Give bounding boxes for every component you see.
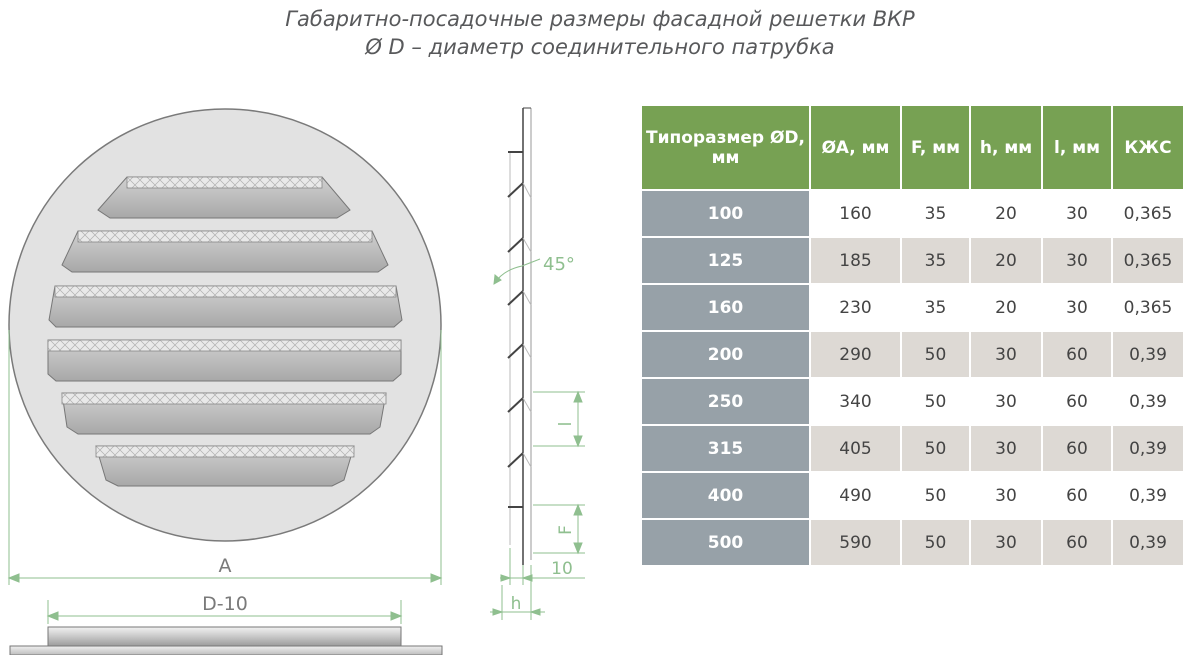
dimension-a <box>7 330 443 585</box>
col-header-l: l, мм <box>1041 104 1113 191</box>
cell-l: 60 <box>1041 471 1113 520</box>
dimension-d10 <box>46 600 403 624</box>
dimension-10 <box>500 548 585 585</box>
col-header-kzhs: КЖС <box>1111 104 1185 191</box>
cell-kzhs: 0,365 <box>1111 236 1185 285</box>
cell-a: 185 <box>809 236 902 285</box>
cell-size: 400 <box>640 471 811 520</box>
cell-size: 500 <box>640 518 811 567</box>
cell-size: 200 <box>640 330 811 379</box>
cell-h: 20 <box>969 236 1043 285</box>
cell-f: 50 <box>900 377 971 426</box>
cell-a: 405 <box>809 424 902 473</box>
cell-a: 160 <box>809 189 902 238</box>
label-a: A <box>219 555 232 577</box>
cell-a: 340 <box>809 377 902 426</box>
cell-kzhs: 0,39 <box>1111 424 1185 473</box>
cell-kzhs: 0,39 <box>1111 471 1185 520</box>
dimension-f <box>533 503 585 555</box>
col-header-a: ØA, мм <box>809 104 902 191</box>
dimension-l <box>533 390 585 448</box>
cell-size: 250 <box>640 377 811 426</box>
cell-kzhs: 0,39 <box>1111 518 1185 567</box>
cell-l: 60 <box>1041 330 1113 379</box>
cell-a: 490 <box>809 471 902 520</box>
technical-drawing: A D-10 <box>7 107 585 655</box>
cell-a: 590 <box>809 518 902 567</box>
table-row: 160 230 35 20 30 0,365 <box>640 283 1185 332</box>
dimensions-table: Типоразмер ØD, мм ØA, мм F, мм h, мм l, … <box>640 104 1185 567</box>
table-row: 250 340 50 30 60 0,39 <box>640 377 1185 426</box>
table-row: 500 590 50 30 60 0,39 <box>640 518 1185 567</box>
label-d10: D-10 <box>202 593 248 615</box>
cell-l: 60 <box>1041 518 1113 567</box>
louver-slat <box>61 230 389 273</box>
cell-f: 50 <box>900 518 971 567</box>
angle-annotation <box>493 258 541 285</box>
cell-h: 30 <box>969 424 1043 473</box>
cell-l: 60 <box>1041 377 1113 426</box>
cell-kzhs: 0,39 <box>1111 330 1185 379</box>
cell-h: 30 <box>969 518 1043 567</box>
table-row: 125 185 35 20 30 0,365 <box>640 236 1185 285</box>
cell-f: 50 <box>900 330 971 379</box>
cell-l: 30 <box>1041 189 1113 238</box>
cell-size: 100 <box>640 189 811 238</box>
label-l: l <box>556 422 576 427</box>
col-header-h: h, мм <box>969 104 1043 191</box>
grille-front-view <box>8 108 442 542</box>
cell-size: 125 <box>640 236 811 285</box>
dimension-h <box>490 565 545 620</box>
table-row: 400 490 50 30 60 0,39 <box>640 471 1185 520</box>
cell-size: 160 <box>640 283 811 332</box>
col-header-size: Типоразмер ØD, мм <box>640 104 811 191</box>
cell-l: 60 <box>1041 424 1113 473</box>
cell-l: 30 <box>1041 283 1113 332</box>
louver-slat <box>97 176 351 219</box>
cell-h: 30 <box>969 377 1043 426</box>
louver-slat <box>61 392 387 435</box>
cell-a: 290 <box>809 330 902 379</box>
col-header-f: F, мм <box>900 104 971 191</box>
label-angle: 45° <box>543 254 575 275</box>
cell-f: 50 <box>900 471 971 520</box>
table-row: 200 290 50 30 60 0,39 <box>640 330 1185 379</box>
label-h: h <box>511 594 522 614</box>
cell-f: 35 <box>900 236 971 285</box>
louver-slat <box>95 445 355 487</box>
louver-slat <box>48 285 403 328</box>
cell-h: 20 <box>969 189 1043 238</box>
cell-f: 35 <box>900 283 971 332</box>
cell-l: 30 <box>1041 236 1113 285</box>
cell-f: 35 <box>900 189 971 238</box>
cell-f: 50 <box>900 424 971 473</box>
cell-a: 230 <box>809 283 902 332</box>
grille-bottom-view <box>9 626 443 655</box>
table-row: 315 405 50 30 60 0,39 <box>640 424 1185 473</box>
table-row: 100 160 35 20 30 0,365 <box>640 189 1185 238</box>
cell-h: 30 <box>969 471 1043 520</box>
cell-h: 30 <box>969 330 1043 379</box>
label-10: 10 <box>551 559 573 579</box>
cell-kzhs: 0,365 <box>1111 283 1185 332</box>
grille-side-view <box>507 107 532 565</box>
cell-kzhs: 0,39 <box>1111 377 1185 426</box>
cell-size: 315 <box>640 424 811 473</box>
cell-kzhs: 0,365 <box>1111 189 1185 238</box>
louver-slat <box>47 339 402 382</box>
table-header-row: Типоразмер ØD, мм ØA, мм F, мм h, мм l, … <box>640 104 1185 191</box>
page-subtitle: Ø D – диаметр соединительного патрубка <box>365 35 835 59</box>
label-f: F <box>556 525 576 535</box>
page-title: Габаритно-посадочные размеры фасадной ре… <box>285 7 915 31</box>
cell-h: 20 <box>969 283 1043 332</box>
